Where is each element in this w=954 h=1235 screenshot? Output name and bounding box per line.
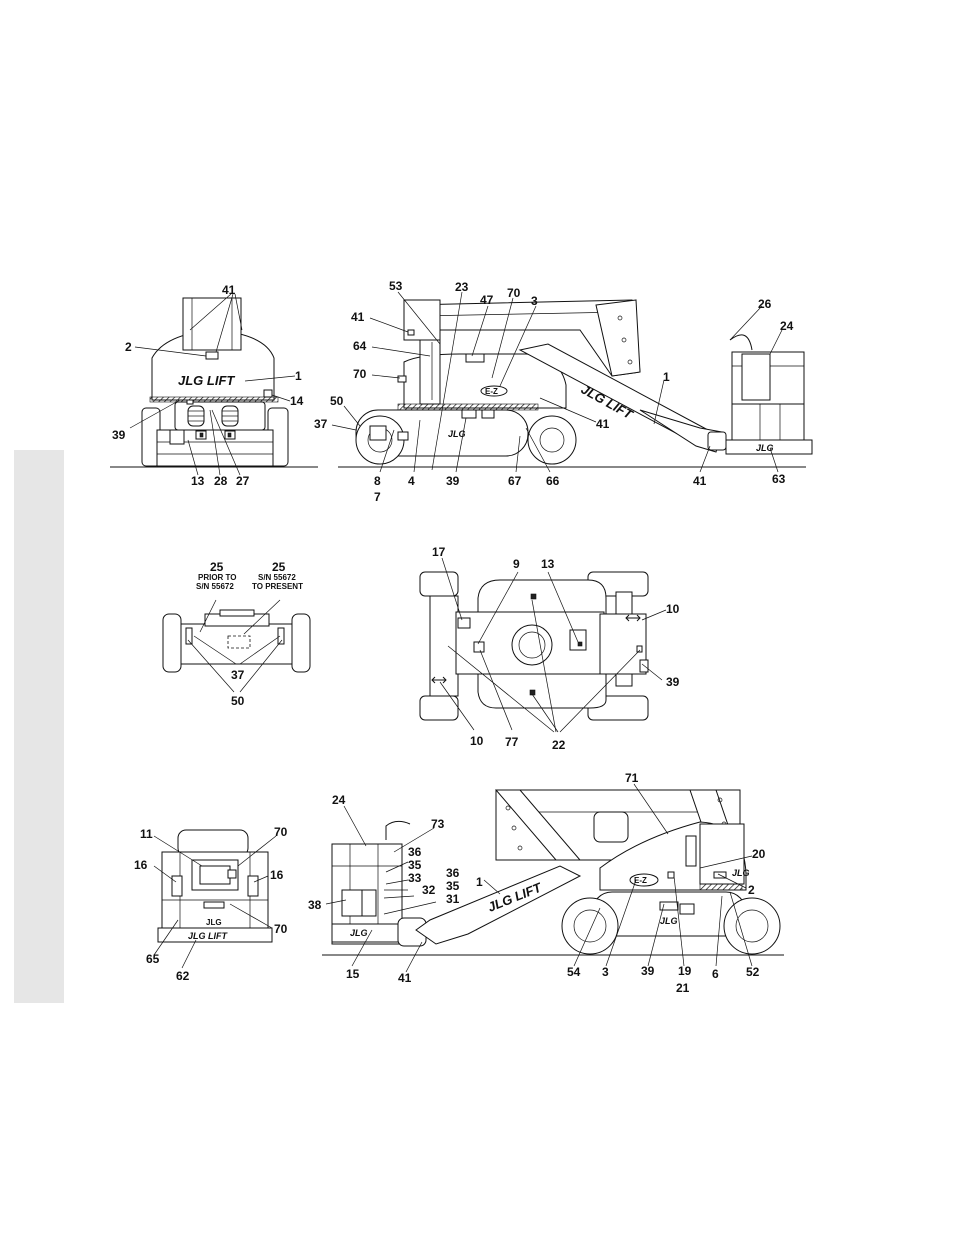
callout: 4 xyxy=(408,474,415,488)
callout: 10 xyxy=(666,602,680,616)
front-view-drawing xyxy=(162,609,311,673)
callout: 41 xyxy=(222,283,236,297)
callout: 64 xyxy=(353,339,367,353)
side-top-platform-logo: JLG xyxy=(756,443,774,453)
callout: 41 xyxy=(398,971,412,985)
callout: 1 xyxy=(476,875,483,889)
rear-view-drawing: JLG LIFT xyxy=(110,297,318,468)
callout: 39 xyxy=(446,474,460,488)
callout: 66 xyxy=(546,474,560,488)
callout: 25 xyxy=(272,560,286,574)
callout: 1 xyxy=(663,370,670,384)
leader-lines xyxy=(129,291,783,973)
callout: 2 xyxy=(748,883,755,897)
callout: 36 xyxy=(446,866,460,880)
callout: 25 xyxy=(210,560,224,574)
rear-view-logo: JLG LIFT xyxy=(178,373,235,388)
callout-labels: 41 2 1 14 39 13 28 27 53 23 47 70 3 41 6… xyxy=(112,279,794,995)
callout: 11 xyxy=(140,827,153,841)
callout: 7 xyxy=(374,490,381,504)
callout: 22 xyxy=(552,738,566,752)
callout: 9 xyxy=(513,557,520,571)
callout: 35 xyxy=(446,879,460,893)
callout: 39 xyxy=(641,964,655,978)
callout: 52 xyxy=(746,965,760,979)
callout: 41 xyxy=(351,310,365,324)
callout: 16 xyxy=(270,868,284,882)
callout: 54 xyxy=(567,965,581,979)
callout: 71 xyxy=(625,771,639,785)
callout: 23 xyxy=(455,280,469,294)
side-bottom-badge: E-Z xyxy=(634,876,647,885)
callout: 15 xyxy=(346,967,360,981)
callout: 36 xyxy=(408,845,422,859)
callout: 3 xyxy=(531,294,538,308)
callout: 32 xyxy=(422,883,436,897)
callout: 67 xyxy=(508,474,522,488)
callout: 1 xyxy=(295,369,302,383)
callout-note: PRIOR TO xyxy=(198,573,237,582)
callout: 70 xyxy=(507,286,521,300)
callout: 53 xyxy=(389,279,403,293)
callout: 6 xyxy=(712,967,719,981)
callout: 14 xyxy=(290,394,304,408)
callout: 26 xyxy=(758,297,772,311)
callout: 77 xyxy=(505,735,519,749)
side-bottom-platform-logo: JLG xyxy=(350,928,368,938)
callout: 35 xyxy=(408,858,422,872)
callout: 33 xyxy=(408,871,422,885)
callout: 24 xyxy=(780,319,794,333)
callout: 38 xyxy=(308,898,322,912)
callout: 70 xyxy=(353,367,367,381)
callout: 39 xyxy=(112,428,126,442)
callout: 63 xyxy=(772,472,786,486)
callout: 8 xyxy=(374,474,381,488)
side-top-chassis-logo: JLG xyxy=(448,429,466,439)
callout: 13 xyxy=(191,474,205,488)
callout: 13 xyxy=(541,557,555,571)
side-top-badge: E-Z xyxy=(485,387,498,396)
top-view-drawing xyxy=(419,571,649,721)
callout: 3 xyxy=(602,965,609,979)
callout: 17 xyxy=(432,545,446,559)
callout: 16 xyxy=(134,858,148,872)
callout: 41 xyxy=(693,474,707,488)
callout-note: TO PRESENT xyxy=(252,582,303,591)
callout: 50 xyxy=(231,694,245,708)
callout: 24 xyxy=(332,793,346,807)
callout: 37 xyxy=(314,417,328,431)
side-view-bottom-drawing: JLG JLG LIFT E-Z JLG JLG xyxy=(322,789,784,956)
callout: 65 xyxy=(146,952,160,966)
callout-note: S/N 55672 xyxy=(258,573,296,582)
callout: 70 xyxy=(274,922,288,936)
callout: 47 xyxy=(480,293,494,307)
callout: 31 xyxy=(446,892,460,906)
platform-front-small-logo: JLG xyxy=(206,918,222,927)
callout: 20 xyxy=(752,847,766,861)
callout-note: S/N 55672 xyxy=(196,582,234,591)
callout: 28 xyxy=(214,474,228,488)
callout: 39 xyxy=(666,675,680,689)
platform-front-logo: JLG LIFT xyxy=(188,931,228,941)
callout: 2 xyxy=(125,340,132,354)
callout: 50 xyxy=(330,394,344,408)
platform-front-drawing: JLG JLG LIFT xyxy=(157,829,273,943)
side-view-top-drawing: JLG E-Z JLG LIFT JLG xyxy=(338,299,813,468)
side-bottom-turntable-logo: JLG xyxy=(732,868,750,878)
side-bottom-chassis-logo: JLG xyxy=(660,916,678,926)
callout: 21 xyxy=(676,981,690,995)
callout: 41 xyxy=(596,417,610,431)
callout: 37 xyxy=(231,668,245,682)
callout: 19 xyxy=(678,964,692,978)
callout: 62 xyxy=(176,969,190,983)
callout: 73 xyxy=(431,817,445,831)
callout: 27 xyxy=(236,474,250,488)
callout: 70 xyxy=(274,825,288,839)
section-tab xyxy=(14,450,64,1003)
callout: 10 xyxy=(470,734,484,748)
